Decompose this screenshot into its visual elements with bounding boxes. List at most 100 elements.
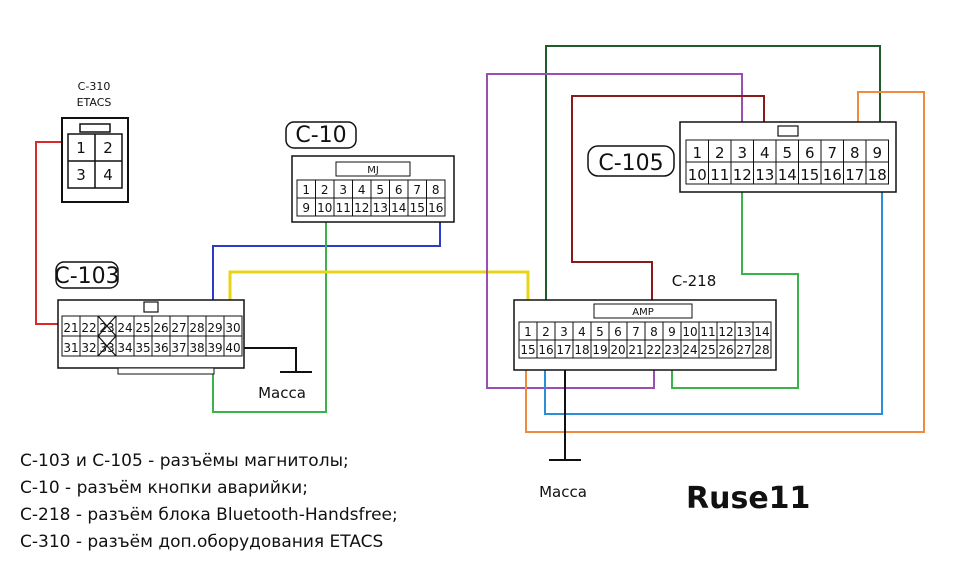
c218-pin-label: 18 bbox=[574, 343, 589, 357]
c105-pin-label: 16 bbox=[823, 166, 842, 184]
c103-pin-label: 25 bbox=[135, 321, 150, 335]
c105-pin-label: 8 bbox=[850, 144, 860, 162]
ground-label: Масса bbox=[258, 384, 306, 402]
legend-line: C-218 - разъём блока Bluetooth-Handsfree… bbox=[20, 505, 398, 525]
c10-pin-label: 8 bbox=[432, 183, 440, 197]
c105-pin-label: 10 bbox=[688, 166, 707, 184]
c10-pin-cell bbox=[426, 197, 446, 217]
c218-pin-label: 3 bbox=[560, 325, 568, 339]
legend-line: C-310 - разъём доп.оборудования ETACS bbox=[20, 532, 383, 552]
c10-pin-label: 1 bbox=[302, 183, 310, 197]
c105-pin-label: 6 bbox=[805, 144, 815, 162]
c218-header: AMP bbox=[632, 307, 654, 318]
c105-pin-label: 18 bbox=[868, 166, 887, 184]
c103-pin-label: 39 bbox=[207, 341, 222, 355]
c10-pin-label: 3 bbox=[339, 183, 347, 197]
c103-pin-label: 24 bbox=[117, 321, 132, 335]
c103-pin-label: 35 bbox=[135, 341, 150, 355]
c218-pin-label: 15 bbox=[520, 343, 535, 357]
c218-pin-label: 19 bbox=[592, 343, 607, 357]
c10-pin-label: 4 bbox=[358, 183, 366, 197]
c218-pin-label: 24 bbox=[682, 343, 697, 357]
wire-red bbox=[35, 141, 68, 325]
c218-pin-cell bbox=[752, 339, 772, 359]
c105-pin-cell bbox=[865, 161, 889, 185]
c10-pin-label: 11 bbox=[336, 201, 351, 215]
c310-pin: 3 bbox=[76, 166, 86, 184]
c103-pin-label: 37 bbox=[171, 341, 186, 355]
c10-pin-label: 13 bbox=[373, 201, 388, 215]
c103-pin-label: 28 bbox=[189, 321, 204, 335]
wire-purple bbox=[486, 73, 743, 389]
c103-pin-label: 33 bbox=[99, 341, 114, 355]
c103-pin-label: 40 bbox=[225, 341, 240, 355]
c105-pin-label: 4 bbox=[760, 144, 770, 162]
c218-pin-label: 12 bbox=[718, 325, 733, 339]
c218-pin-label: 6 bbox=[614, 325, 622, 339]
c103-pin-label: 22 bbox=[81, 321, 96, 335]
c10-pin-label: 9 bbox=[302, 201, 310, 215]
c103-pin-label: 21 bbox=[63, 321, 78, 335]
c105-pin-label: 14 bbox=[778, 166, 797, 184]
wire-light-blue bbox=[544, 186, 883, 415]
c310-label: ETACS bbox=[77, 96, 112, 109]
legend-line: C-103 и C-105 - разъёмы магнитолы; bbox=[20, 451, 349, 471]
c105-pin-label: 11 bbox=[710, 166, 729, 184]
c218-pin-label: 20 bbox=[610, 343, 625, 357]
c218-pin-label: 5 bbox=[596, 325, 604, 339]
c310-pin: 4 bbox=[103, 166, 113, 184]
c218-pin-label: 26 bbox=[718, 343, 733, 357]
c105-pin-label: 5 bbox=[782, 144, 792, 162]
c103-pin-label: 38 bbox=[189, 341, 204, 355]
c218-pin-label: 7 bbox=[632, 325, 640, 339]
c103-pin-label: 27 bbox=[171, 321, 186, 335]
c218-pin-label: 2 bbox=[542, 325, 550, 339]
c218-pin-label: 25 bbox=[700, 343, 715, 357]
c218-pin-label: 27 bbox=[736, 343, 751, 357]
c218-pin-label: 1 bbox=[524, 325, 532, 339]
c103-pin-cell bbox=[223, 335, 243, 357]
c218-pin-label: 4 bbox=[578, 325, 586, 339]
c218-id: C-218 bbox=[672, 272, 717, 290]
c218-pin-label: 21 bbox=[628, 343, 643, 357]
c218-pin-label: 13 bbox=[736, 325, 751, 339]
ground-label: Масса bbox=[539, 483, 587, 501]
c218-pin-label: 11 bbox=[700, 325, 715, 339]
author-watermark: Ruse11 bbox=[686, 481, 810, 516]
c105-pin-label: 2 bbox=[715, 144, 725, 162]
c103-pin-label: 32 bbox=[81, 341, 96, 355]
c218-pin-label: 14 bbox=[754, 325, 769, 339]
legend-line: C-10 - разъём кнопки аварийки; bbox=[20, 478, 308, 498]
c105-pin-label: 15 bbox=[800, 166, 819, 184]
c103-pin-label: 36 bbox=[153, 341, 168, 355]
c310-id: C-310 bbox=[78, 80, 111, 93]
c10-header: MJ bbox=[367, 165, 379, 176]
c103-pin-label: 26 bbox=[153, 321, 168, 335]
c10-pin-label: 2 bbox=[321, 183, 329, 197]
c103-pin-label: 30 bbox=[225, 321, 240, 335]
c103-pin-cross bbox=[97, 315, 117, 337]
wire-dark-red bbox=[571, 95, 765, 322]
c103-pin-label: 31 bbox=[63, 341, 78, 355]
c103-pin-label: 23 bbox=[99, 321, 114, 335]
c218-pin-label: 17 bbox=[556, 343, 571, 357]
c103-id: C-103 bbox=[54, 264, 119, 289]
c310-pin: 1 bbox=[76, 139, 86, 157]
c105-pin-label: 3 bbox=[737, 144, 747, 162]
c10-pin-label: 15 bbox=[410, 201, 425, 215]
c218-pin-label: 16 bbox=[538, 343, 553, 357]
c10-pin-label: 10 bbox=[317, 201, 332, 215]
c105-pin-label: 7 bbox=[827, 144, 837, 162]
c105-pin-label: 1 bbox=[692, 144, 702, 162]
c103-pin-cross bbox=[97, 335, 117, 357]
c103-pin-label: 29 bbox=[207, 321, 222, 335]
c10-pin-label: 6 bbox=[395, 183, 403, 197]
connector-c310: C-310 ETACS 1 2 3 4 bbox=[61, 80, 129, 203]
c105-pin-label: 9 bbox=[872, 144, 882, 162]
wire-green-c105 bbox=[671, 186, 799, 389]
